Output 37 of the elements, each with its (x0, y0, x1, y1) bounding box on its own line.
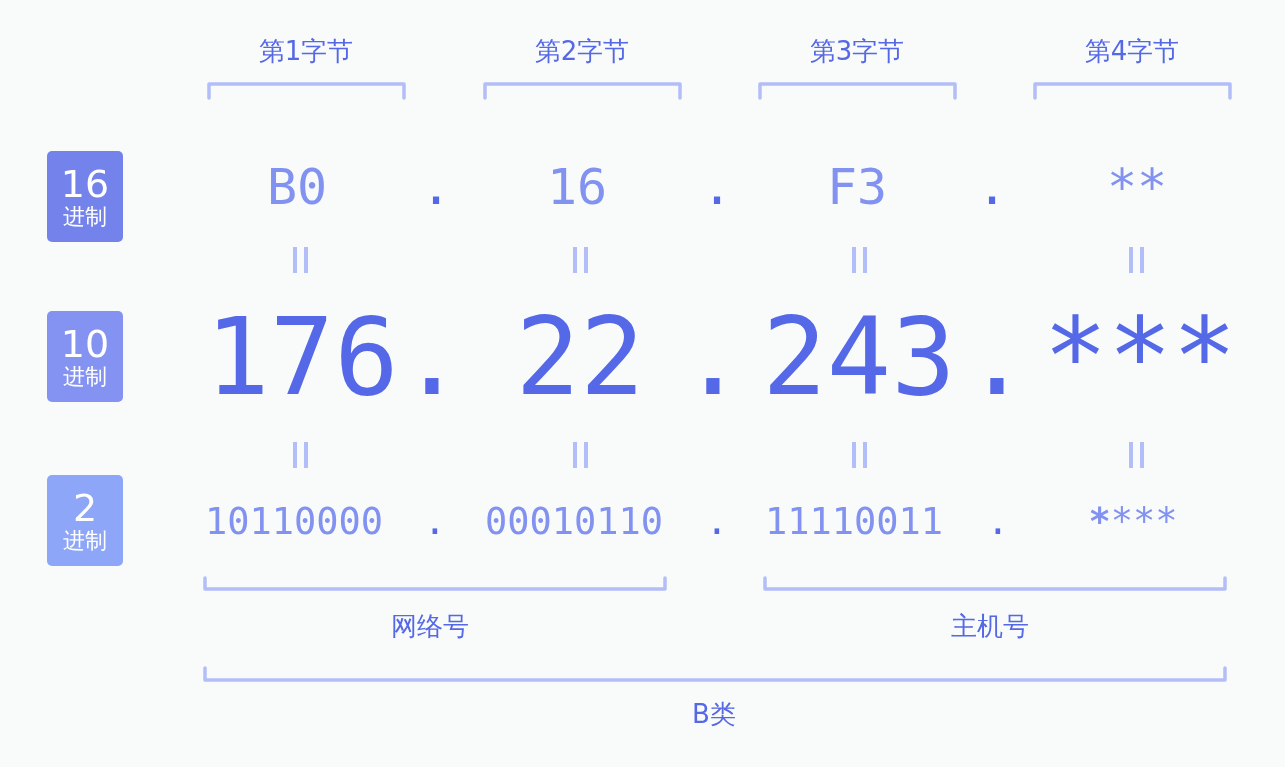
radix-label: 进制 (63, 206, 107, 228)
dot-separator: . (420, 162, 452, 212)
part-label: 主机号 (951, 613, 1029, 639)
byte-label: 第2字节 (534, 38, 630, 64)
dot-separator: . (399, 303, 465, 411)
binary-value: **** (1088, 502, 1178, 540)
binary-value: 11110011 (764, 502, 944, 540)
hex-value: B0 (266, 162, 328, 212)
hex-value: F3 (826, 162, 888, 212)
dot-separator: . (701, 162, 733, 212)
hex-value: 16 (546, 162, 608, 212)
dot-separator: . (964, 303, 1030, 411)
radix-number: 10 (60, 325, 110, 363)
dot-separator: . (423, 502, 447, 540)
decimal-value: 243 (762, 303, 956, 411)
radix-label: 进制 (63, 366, 107, 388)
dot-separator: . (705, 502, 729, 540)
radix-label: 进制 (63, 530, 107, 552)
dot-separator: . (986, 502, 1010, 540)
dot-separator: . (976, 162, 1008, 212)
radix-number: 2 (72, 489, 98, 527)
decimal-value: 22 (515, 303, 645, 411)
decimal-value: 176 (205, 303, 399, 411)
class-label: B类 (692, 701, 736, 727)
binary-value: 10110000 (204, 502, 384, 540)
hex-value: ** (1106, 162, 1168, 212)
radix-badge (47, 311, 123, 402)
decimal-value: *** (1043, 303, 1237, 411)
binary-value: 00010110 (484, 502, 664, 540)
radix-badge (47, 475, 123, 566)
part-label: 网络号 (391, 613, 469, 639)
byte-label: 第3字节 (809, 38, 905, 64)
radix-badge (47, 151, 123, 242)
byte-label: 第1字节 (258, 38, 354, 64)
dot-separator: . (680, 303, 746, 411)
byte-label: 第4字节 (1084, 38, 1180, 64)
radix-number: 16 (60, 165, 110, 203)
